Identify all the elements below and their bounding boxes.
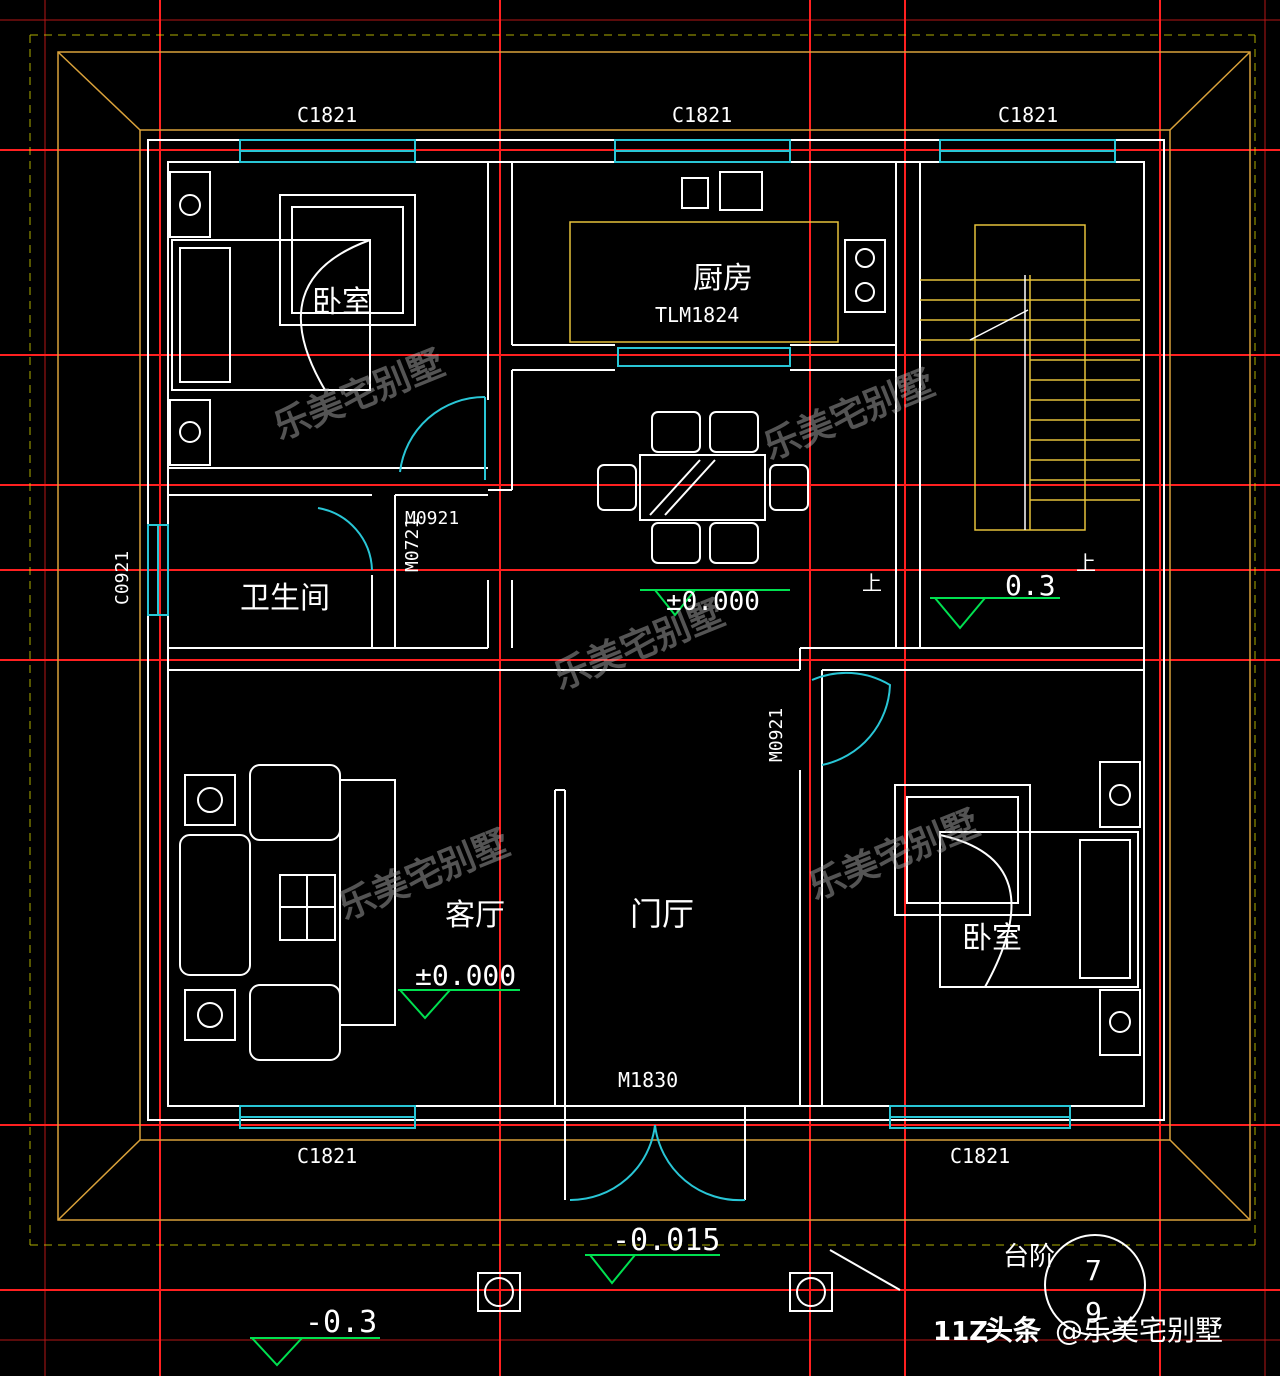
door-label-bathroom: M0921 (405, 508, 459, 529)
window-label-north-c: C1821 (672, 103, 732, 127)
steps-label: 台阶 (1003, 1242, 1055, 1272)
room-label-kitchen: 厨房 (693, 261, 753, 296)
dining-table-icon (597, 411, 809, 564)
level-living: ±0.000 (415, 959, 516, 992)
axis-bubble-bottom: 9 (1085, 1296, 1102, 1329)
window-label-north-e: C1821 (998, 103, 1058, 127)
level-ground: -0.3 (305, 1305, 377, 1340)
window-label-south-e: C1821 (950, 1144, 1010, 1168)
footer-brand: 头条 (985, 1314, 1041, 1347)
door-label-kitchen: TLM1824 (655, 303, 739, 327)
footer-handle: @乐美宅别墅 (1055, 1314, 1223, 1347)
toutiao-logo-icon: 11Z (933, 1317, 988, 1347)
room-label-bedroom-se: 卧室 (962, 921, 1022, 956)
roof-outline (57, 51, 1251, 1221)
watermark-5: 乐美宅别墅 (803, 802, 986, 908)
window-label-north-w: C1821 (297, 103, 357, 127)
door-label-side: M0721 (402, 518, 423, 572)
sofa-set-icon (179, 764, 396, 1061)
level-dining: ±0.000 (666, 587, 760, 617)
bed-se-icon (894, 761, 1141, 1056)
windows (147, 139, 1116, 1202)
room-label-hall: 门厅 (630, 895, 694, 933)
walls (147, 139, 1165, 1200)
stair-up-label-b: 上 (1076, 551, 1096, 575)
door-label-bedroom-se: M0921 (766, 708, 787, 762)
level-stair: 0.3 (1005, 569, 1056, 602)
axis-bubble-top: 7 (1085, 1254, 1102, 1287)
svg-text:11Z: 11Z (933, 1317, 988, 1347)
door-label-main: M1830 (618, 1068, 678, 1092)
window-label-south-w: C1821 (297, 1144, 357, 1168)
watermark-2: 乐美宅别墅 (758, 362, 941, 468)
room-label-living: 客厅 (445, 898, 505, 933)
stairs (569, 221, 1140, 531)
stair-up-label-a: 上 (862, 571, 882, 595)
bed-nw-icon (169, 171, 416, 466)
watermark-1: 乐美宅别墅 (268, 342, 451, 448)
level-entry: -0.015 (612, 1223, 720, 1258)
room-label-bedroom-nw: 卧室 (312, 285, 372, 320)
room-label-bathroom: 卫生间 (240, 581, 330, 616)
stove-icon (681, 171, 886, 313)
axis-bubble (1044, 1234, 1146, 1336)
window-label-west: C0921 (112, 551, 133, 605)
